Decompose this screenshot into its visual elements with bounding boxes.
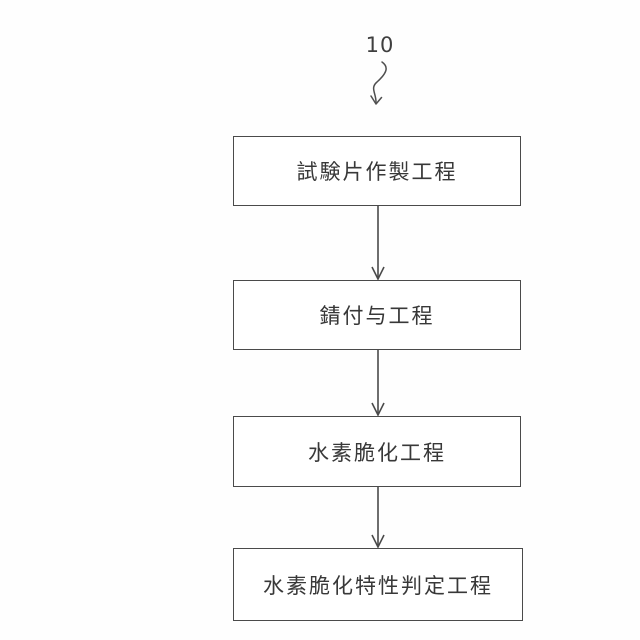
process-box-label: 水素脆化特性判定工程 <box>263 573 493 598</box>
process-box-test-piece-preparation: 試験片作製工程 <box>233 136 521 206</box>
down-arrow-icon <box>371 487 385 548</box>
process-box-hydrogen-embrittlement: 水素脆化工程 <box>233 416 521 487</box>
process-box-label: 水素脆化工程 <box>308 440 446 465</box>
squiggle-arrow-icon <box>370 61 387 105</box>
reference-numeral-label: 10 <box>365 33 395 57</box>
process-box-rust-application: 錆付与工程 <box>233 280 521 350</box>
process-box-label: 試験片作製工程 <box>296 160 458 184</box>
process-box-embrittlement-judgment: 水素脆化特性判定工程 <box>233 548 523 621</box>
process-box-label: 錆付与工程 <box>319 304 435 328</box>
down-arrow-icon <box>371 206 385 280</box>
down-arrow-icon <box>371 350 385 416</box>
